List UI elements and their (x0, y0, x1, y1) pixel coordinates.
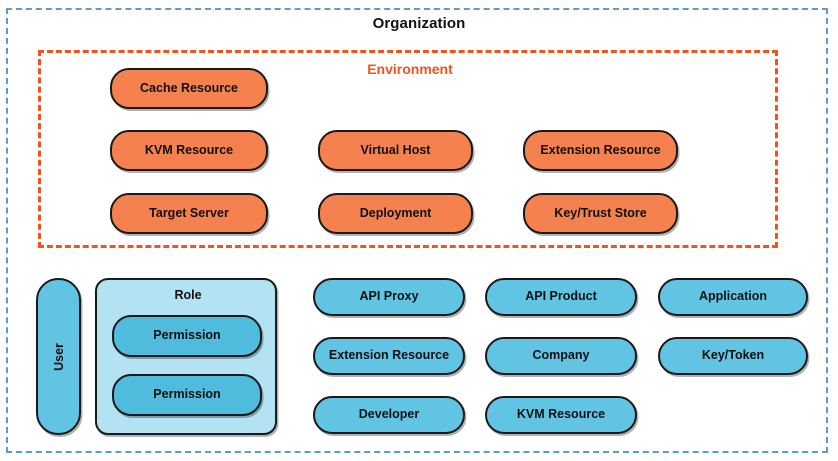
organization-node[interactable]: Application (658, 278, 808, 316)
environment-node-label: Key/Trust Store (554, 205, 647, 220)
organization-node[interactable]: API Proxy (313, 278, 465, 316)
role-label: Role (174, 288, 202, 302)
environment-node[interactable]: Key/Trust Store (523, 193, 678, 234)
organization-title: Organization (372, 15, 466, 32)
environment-node-label: Virtual Host (360, 142, 431, 157)
organization-node-label: KVM Resource (516, 407, 606, 422)
organization-node[interactable]: KVM Resource (485, 396, 637, 434)
environment-node[interactable]: Virtual Host (318, 130, 473, 171)
permission-node[interactable]: Permission (112, 315, 262, 357)
environment-boundary (38, 50, 778, 248)
environment-node[interactable]: Extension Resource (523, 130, 678, 171)
permission-node-label: Permission (153, 328, 221, 343)
organization-node-label: Application (698, 289, 768, 304)
environment-node[interactable]: Target Server (110, 193, 268, 234)
environment-node-label: Target Server (149, 205, 229, 220)
organization-node[interactable]: Extension Resource (313, 337, 465, 375)
user-node[interactable]: User (36, 278, 81, 435)
organization-node[interactable]: Developer (313, 396, 465, 434)
environment-node-label: Extension Resource (540, 142, 661, 157)
organization-node[interactable]: API Product (485, 278, 637, 316)
organization-node-label: Company (532, 348, 590, 363)
environment-node[interactable]: KVM Resource (110, 130, 268, 171)
permission-node[interactable]: Permission (112, 374, 262, 416)
environment-node[interactable]: Deployment (318, 193, 473, 234)
environment-node-label: Cache Resource (140, 80, 238, 95)
organization-node-label: Extension Resource (328, 348, 450, 363)
organization-node-label: Key/Token (701, 348, 765, 363)
organization-node-label: API Product (525, 289, 597, 304)
permission-node-label: Permission (153, 387, 221, 402)
user-node-label: User (51, 342, 66, 371)
organization-node-label: API Proxy (359, 289, 419, 304)
environment-title: Environment (367, 61, 453, 77)
environment-node-label: KVM Resource (144, 142, 234, 157)
organization-node-label: Developer (358, 407, 420, 422)
organization-node[interactable]: Key/Token (658, 337, 808, 375)
environment-node[interactable]: Cache Resource (110, 68, 268, 109)
organization-node[interactable]: Company (485, 337, 637, 375)
organization-boundary (6, 8, 828, 453)
environment-node-label: Deployment (359, 205, 432, 220)
